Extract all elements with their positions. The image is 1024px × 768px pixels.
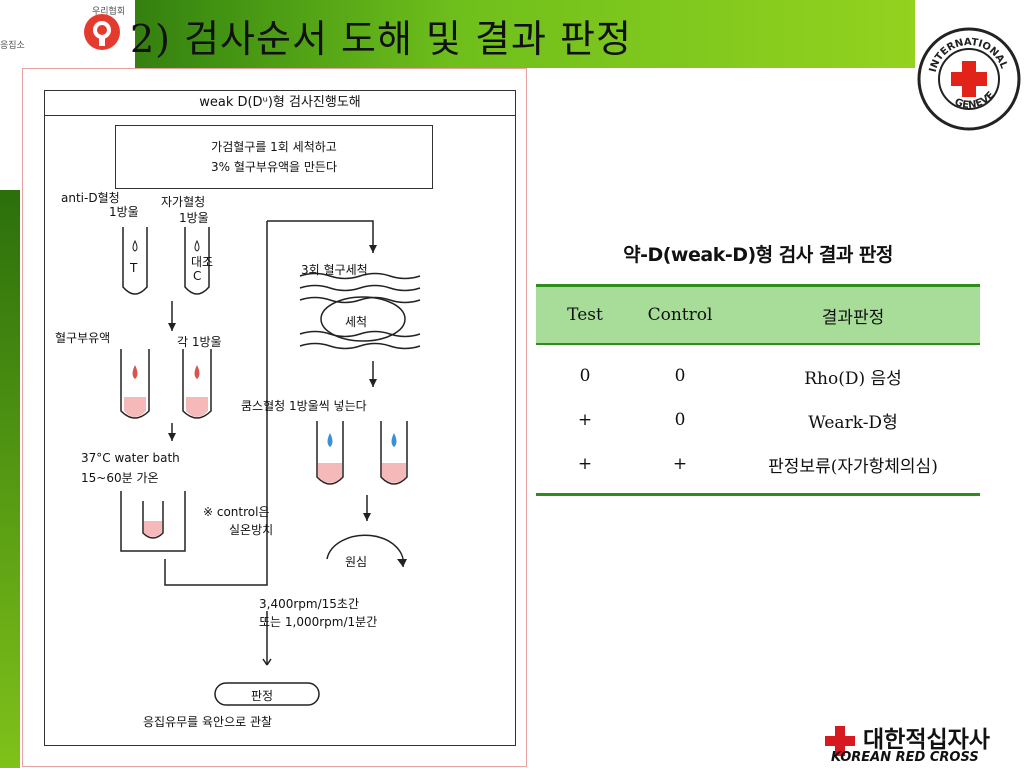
auto-serum-label: 자가혈청 [161, 195, 206, 209]
table-cell: Rho(D) 음성 [804, 368, 902, 389]
centrifuge-speed-2: 또는 1,000rpm/1분간 [259, 615, 378, 629]
tube-c-label: C [193, 269, 202, 283]
table-cell: 0 [674, 410, 686, 430]
table-cell: + [577, 410, 593, 430]
rbc-suspension-label: 혈구부유액 [55, 331, 111, 345]
column-header: 결과판정 [726, 284, 980, 345]
table-row: + 0 Weark-D형 [536, 398, 980, 442]
wash-label: 3회 혈구세척 [301, 263, 368, 277]
auto-serum-drop: 1방울 [179, 211, 209, 225]
observe-label: 응집유무를 육안으로 관찰 [143, 715, 273, 729]
table-cell: 판정보류(자가항체의심) [726, 442, 980, 496]
tube-t-label: T [130, 261, 138, 275]
korean-red-cross-english: KOREAN RED CROSS [831, 750, 979, 765]
flowchart-title: weak D(Dᵘ)형 검사진행도해 [45, 91, 515, 116]
column-header: Control [634, 284, 726, 345]
logo-fragment: 우리협회 [92, 7, 126, 17]
table-cell: + [536, 442, 634, 496]
step-text: 3% 혈구부유액을 만든다 [210, 160, 338, 174]
table-cell: 0 [674, 366, 686, 386]
table-row: 0 0 Rho(D) 음성 [536, 344, 980, 398]
wash-center-label: 세척 [345, 315, 368, 329]
step-box: 가검혈구를 1회 세척하고 3% 혈구부유액을 만든다 [115, 125, 433, 189]
result-table-title: 약-D(weak-D)형 검사 결과 판정 [623, 244, 893, 266]
each-drop-label: 각 1방울 [177, 335, 222, 349]
bullet-icon [84, 14, 120, 50]
icrc-emblem-icon: INTERNATIONAL GENEVE [917, 27, 1021, 131]
table-cell: + [634, 442, 726, 496]
water-bath-time: 15~60분 가온 [81, 471, 159, 485]
table-cell: Weark-D형 [808, 412, 898, 433]
title-bar [0, 0, 915, 68]
control-note: 대조 [191, 255, 214, 269]
centrifuge-speed-1: 3,400rpm/15초간 [259, 597, 359, 611]
anti-d-drop: 1방울 [109, 205, 139, 219]
control-note-2: 실온방치 [229, 523, 274, 537]
red-cross-icon [825, 726, 855, 756]
korean-red-cross-name: 대한적십자사 [863, 727, 990, 753]
control-note-1: ※ control은 [203, 505, 270, 519]
logo-fragment: 응집소 [0, 41, 25, 51]
slide-title: 2) 검사순서 도해 및 결과 판정 [130, 17, 632, 61]
centrifuge-label: 원심 [345, 555, 368, 569]
flowchart: weak D(Dᵘ)형 검사진행도해 가검혈구를 1회 세척하고 3% 혈구부유… [44, 90, 516, 746]
anti-d-label: anti-D혈청 [61, 191, 120, 205]
result-table: Test Control 결과판정 0 0 Rho(D) 음성 + 0 Wear… [536, 284, 980, 496]
table-header-row: Test Control 결과판정 [536, 284, 980, 345]
korean-red-cross-logo: 대한적십자사 KOREAN RED CROSS [825, 720, 1024, 768]
table-row: + + 판정보류(자가항체의심) [536, 442, 980, 496]
coombs-label: 쿰스혈청 1방울씩 넣는다 [241, 399, 367, 413]
left-accent-strip [0, 190, 20, 768]
table-cell: 0 [579, 366, 591, 386]
flowchart-graphics [120, 220, 421, 706]
step-text: 가검혈구를 1회 세척하고 [211, 140, 337, 154]
column-header: Test [536, 284, 634, 345]
judgement-label: 판정 [251, 689, 274, 703]
water-bath-label: 37°C water bath [81, 451, 180, 465]
